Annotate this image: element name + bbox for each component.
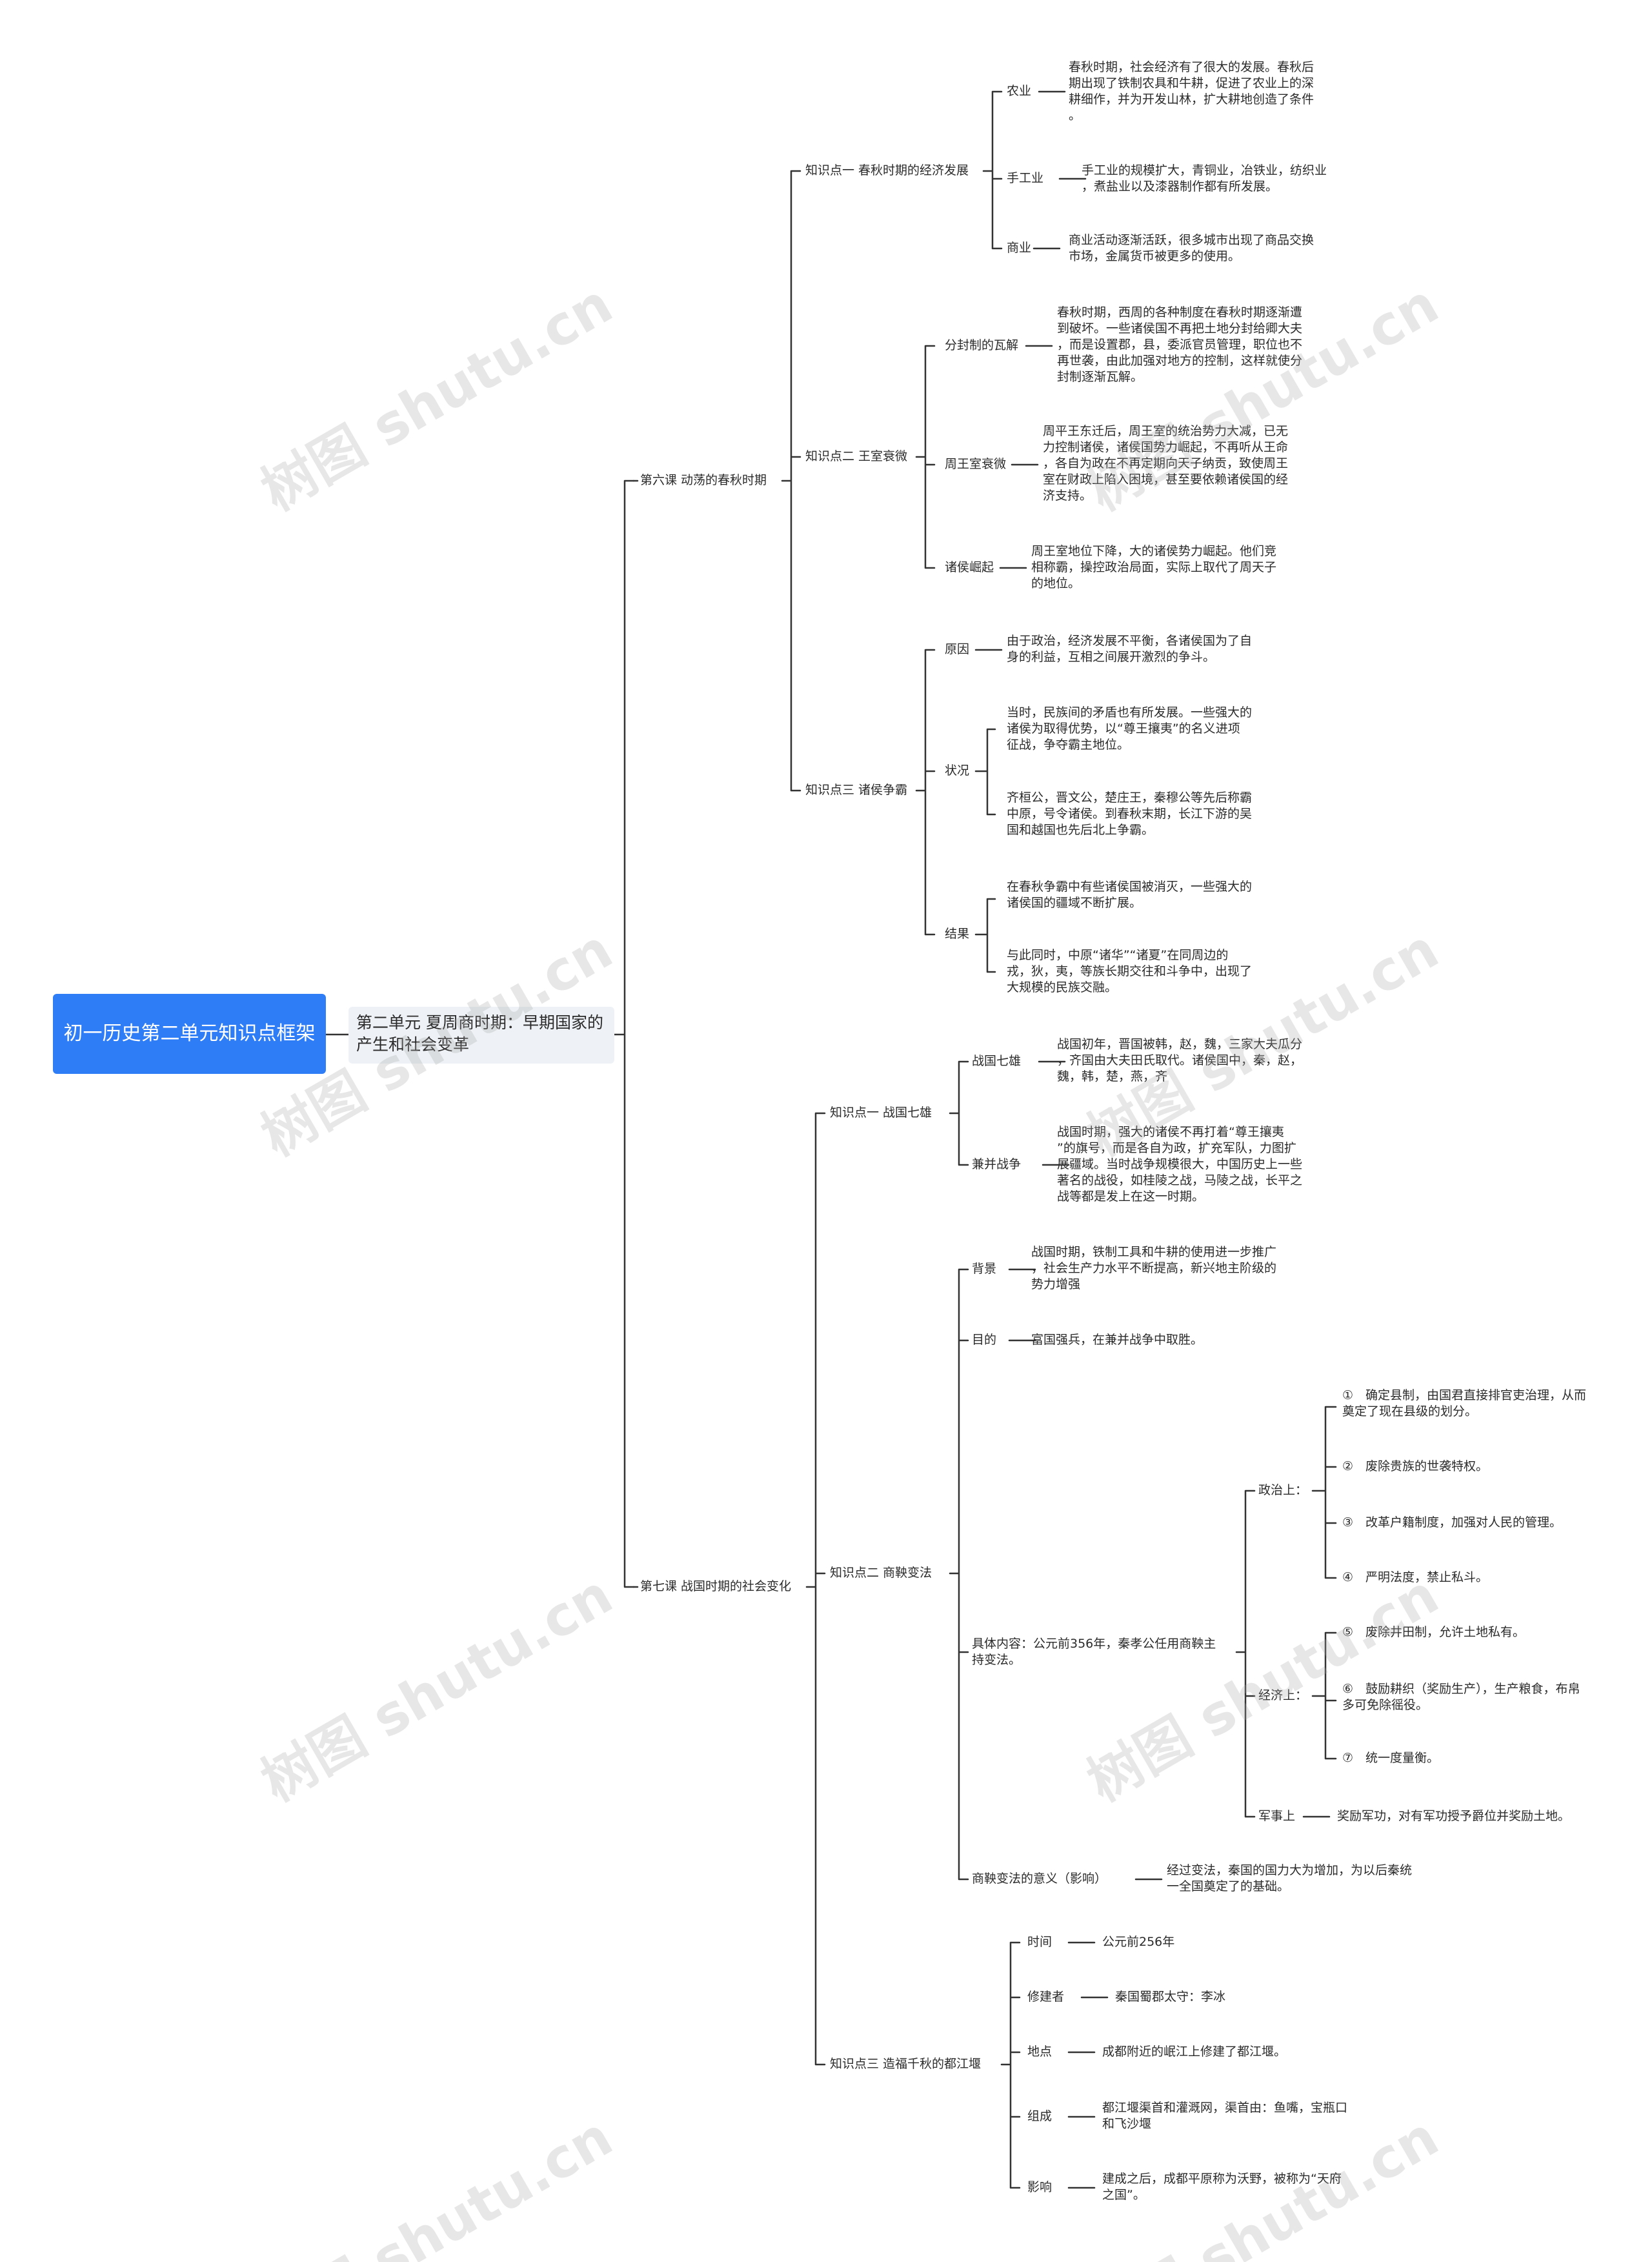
l7-kp1-war-text: 战国时期，强大的诸侯不再打着“尊王攘夷 ”的旗号，而是各自为政，扩充军队，力图扩… (1057, 1125, 1303, 1204)
l7-kp2-goal-text: 富国强兵，在兼并战争中取胜。 (1031, 1333, 1204, 1347)
l7-kp2-economy-label[interactable]: 经济上： (1258, 1688, 1308, 1702)
l6-kp2-rise-text: 周王室地位下降，大的诸侯势力崛起。他们竞 相称霸，操控政治局面，实际上取代了周天… (1031, 544, 1277, 591)
edge-l6kp3 (915, 649, 936, 936)
l6-kp2-fenfeng-text: 春秋时期，西周的各种制度在春秋时期逐渐遭 到破坏。一些诸侯国不再把土地分封给卿大… (1057, 305, 1303, 384)
l6-kp3-status-label[interactable]: 状况 (945, 763, 970, 778)
l6-kp3-cause-label[interactable]: 原因 (945, 642, 970, 656)
l6-kp3-status-text2: 齐桓公，晋文公，楚庄王，秦穆公等先后称霸 中原，号令诸侯。到春秋末期，长江下游的… (1007, 791, 1253, 837)
watermark: 树图 shutu.cn (251, 272, 623, 523)
l7-kp2-military-text: 奖励军功，对有军功授予爵位并奖励土地。 (1337, 1809, 1571, 1823)
l7-kp1-seven-text: 战国初年，晋国被韩，赵，魏，三家大夫瓜分 ，齐国由大夫田氏取代。诸侯国中，秦，赵… (1057, 1037, 1303, 1084)
l6-kp1-trade-text: 商业活动逐渐活跃，很多城市出现了商品交换 市场，金属货币被更多的使用。 (1069, 233, 1315, 263)
l6-kp2-rise-label[interactable]: 诸侯崛起 (945, 560, 994, 574)
l7-kp3-time-text: 公元前256年 (1102, 1935, 1175, 1949)
l7-kp3-parts-text: 都江堰渠首和灌溉网，渠首由：鱼嘴，宝瓶口 和飞沙堰 (1102, 2101, 1348, 2131)
l7-kp2-meaning-label[interactable]: 商鞅变法的意义（影响） (972, 1872, 1107, 1886)
l7-kp3-place-text: 成都附近的岷江上修建了都江堰。 (1102, 2045, 1287, 2059)
l7-economy-item: ⑦ 统一度量衡。 (1342, 1751, 1440, 1765)
l7-economy-item: ⑥ 鼓励耕织（奖励生产），生产粮食，布帛 多可免除徭役。 (1342, 1682, 1580, 1712)
l6-kp3-result-label[interactable]: 结果 (945, 927, 970, 941)
l7-kp2-goal-label[interactable]: 目的 (972, 1333, 997, 1347)
l7-kp2-content-label[interactable]: 具体内容：公元前356年，秦孝公任用商鞅主 持变法。 (972, 1637, 1216, 1667)
unit-node[interactable]: 第二单元 夏周商时期：早期国家的产生和社会变革 (348, 1007, 614, 1064)
l7-politics-item: ② 废除贵族的世袭特权。 (1342, 1459, 1489, 1473)
l7-politics-item: ① 确定县制，由国君直接排官吏治理，从而 奠定了现在县级的划分。 (1342, 1388, 1587, 1419)
l6-kp1-trade-label[interactable]: 商业 (1007, 241, 1032, 255)
l7-kp2-military-label[interactable]: 军事上 (1258, 1809, 1296, 1823)
lesson7-title[interactable]: 第七课 战国时期的社会变化 (640, 1579, 792, 1593)
l7-kp1-seven-label[interactable]: 战国七雄 (972, 1054, 1022, 1068)
l6-kp3-result-text2: 与此同时，中原“诸华”“诸夏”在同周边的 戎，狄，夷，等族长期交往和斗争中，出现… (1007, 948, 1253, 995)
watermark: 树图 shutu.cn (251, 2105, 623, 2262)
l6-kp3-title[interactable]: 知识点三 诸侯争霸 (805, 783, 908, 797)
l6-kp1-craft-label[interactable]: 手工业 (1007, 171, 1044, 185)
edge-l7kp3 (1000, 1941, 1021, 2189)
l6-kp1-agri-label[interactable]: 农业 (1007, 84, 1032, 98)
edge-lesson6-kps (781, 170, 801, 792)
l7-kp2-meaning-text: 经过变法，秦国的国力大为增加，为以后秦统 一全国奠定了的基础。 (1167, 1863, 1413, 1893)
lesson6-title[interactable]: 第六课 动荡的春秋时期 (640, 473, 767, 487)
l6-kp1-craft-text: 手工业的规模扩大，青铜业，冶铁业，纺织业 ，煮盐业以及漆器制作都有所发展。 (1082, 163, 1327, 194)
edge-l7kp2 (949, 1268, 969, 1881)
l7-kp3-builder-text: 秦国蜀郡太守：李冰 (1115, 1990, 1226, 2004)
edge-lesson7-kps (805, 1112, 826, 2066)
edge-l7kp1 (949, 1060, 969, 1166)
l7-politics-item: ④ 严明法度，禁止私斗。 (1342, 1570, 1489, 1584)
l6-kp2-royal-text: 周平王东迁后，周王室的统治势力大减，已无 力控制诸侯，诸侯国势力崛起，不再听从王… (1043, 424, 1289, 503)
l6-kp2-royal-label[interactable]: 周王室衰微 (945, 457, 1007, 471)
l7-kp2-title[interactable]: 知识点二 商鞅变法 (830, 1566, 932, 1580)
edge-politics (1311, 1406, 1337, 1579)
l7-kp2-bg-text: 战国时期，铁制工具和牛耕的使用进一步推广 ，社会生产力水平不断提高，新兴地主阶级… (1031, 1245, 1277, 1291)
l7-kp3-place-label[interactable]: 地点 (1027, 2045, 1053, 2059)
l6-kp3-result-text1: 在春秋争霸中有些诸侯国被消灭，一些强大的 诸侯国的疆域不断扩展。 (1007, 880, 1253, 910)
l7-kp3-builder-label[interactable]: 修建者 (1027, 1990, 1065, 2004)
l6-kp2-title[interactable]: 知识点二 王室衰微 (805, 449, 908, 463)
l6-kp3-cause-text: 由于政治，经济发展不平衡，各诸侯国为了自 身的利益，互相之间展开激烈的争斗。 (1007, 634, 1253, 664)
l6-kp3-status-text1: 当时，民族间的矛盾也有所发展。一些强大的 诸侯为取得优势，以“尊王攘夷”的名义进… (1007, 705, 1253, 752)
l7-economy-item: ⑤ 废除井田制，允许土地私有。 (1342, 1625, 1526, 1639)
l7-kp3-title[interactable]: 知识点三 造福千秋的都江堰 (830, 2057, 982, 2071)
l7-kp3-impact-label[interactable]: 影响 (1027, 2180, 1053, 2194)
root-node[interactable]: 初一历史第二单元知识点框架 (53, 994, 326, 1074)
edge-l6kp1 (982, 90, 1003, 250)
l6-kp2-fenfeng-label[interactable]: 分封制的瓦解 (945, 338, 1019, 352)
l7-politics-item: ③ 改革户籍制度，加强对人民的管理。 (1342, 1515, 1562, 1530)
l7-kp2-politics-label[interactable]: 政治上： (1258, 1483, 1308, 1497)
edge-l6kp2 (915, 345, 936, 569)
l6-kp1-title[interactable]: 知识点一 春秋时期的经济发展 (805, 163, 969, 177)
l6-kp1-agri-text: 春秋时期，社会经济有了很大的发展。春秋后 期出现了铁制农具和牛耕，促进了农业上的… (1069, 60, 1315, 123)
l7-kp2-bg-label[interactable]: 背景 (972, 1262, 997, 1276)
l7-kp3-parts-label[interactable]: 组成 (1027, 2109, 1053, 2123)
watermark: 树图 shutu.cn (251, 1562, 623, 1814)
l7-kp1-war-label[interactable]: 兼并战争 (972, 1157, 1022, 1171)
l7-kp3-impact-text: 建成之后，成都平原称为沃野，被称为“天府 之国”。 (1102, 2172, 1342, 2202)
l7-kp3-time-label[interactable]: 时间 (1027, 1935, 1053, 1949)
edge-unit-lessons (613, 480, 635, 1588)
l7-kp1-title[interactable]: 知识点一 战国七雄 (830, 1106, 932, 1120)
